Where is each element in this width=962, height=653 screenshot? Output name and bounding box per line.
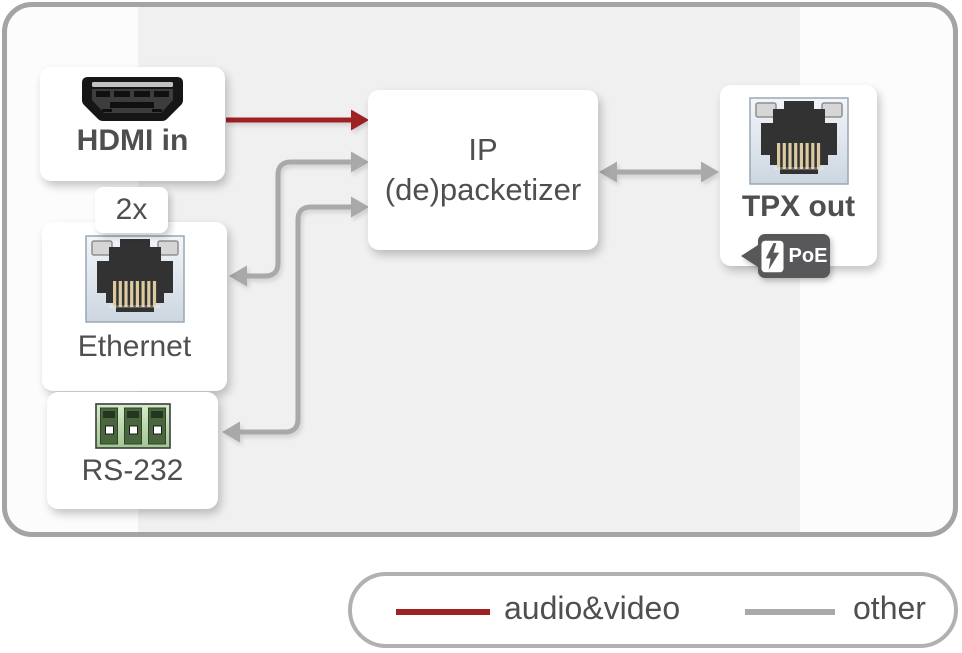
node-label-ip-line1: IP bbox=[468, 132, 498, 167]
background-band bbox=[138, 7, 800, 532]
rj45-connector-icon bbox=[748, 97, 849, 185]
poe-badge-label: PoE bbox=[788, 244, 828, 267]
node-label-hdmi-in: HDMI in bbox=[76, 124, 189, 157]
legend-swatch-audio-video bbox=[396, 609, 490, 615]
ethernet-count-badge: 2x bbox=[95, 187, 168, 233]
terminal-block-icon bbox=[94, 403, 171, 449]
hdmi-connector-icon bbox=[82, 77, 183, 121]
rj45-connector-icon bbox=[84, 235, 185, 323]
legend-label-audio-video: audio&video bbox=[504, 590, 681, 627]
legend-label-other: other bbox=[853, 590, 926, 627]
node-rs232: RS-232 bbox=[47, 392, 218, 509]
poe-lightning-icon bbox=[761, 240, 784, 272]
poe-badge-tail bbox=[741, 245, 758, 267]
node-ethernet: Ethernet bbox=[42, 222, 227, 391]
node-ip-packetizer: IP (de)packetizer bbox=[368, 90, 598, 250]
node-label-ethernet: Ethernet bbox=[77, 330, 192, 363]
node-tpx-out: TPX out bbox=[720, 85, 877, 266]
poe-badge-body: PoE bbox=[758, 234, 830, 278]
node-label-rs232: RS-232 bbox=[81, 454, 184, 487]
legend-swatch-other bbox=[745, 609, 835, 615]
node-label-tpx-out: TPX out bbox=[741, 190, 856, 223]
node-label-ip-line2: (de)packetizer bbox=[384, 172, 582, 207]
ethernet-count-label: 2x bbox=[115, 193, 148, 226]
node-hdmi-in: HDMI in bbox=[40, 67, 225, 181]
legend: audio&video other bbox=[348, 572, 958, 648]
poe-badge: PoE bbox=[741, 234, 830, 278]
